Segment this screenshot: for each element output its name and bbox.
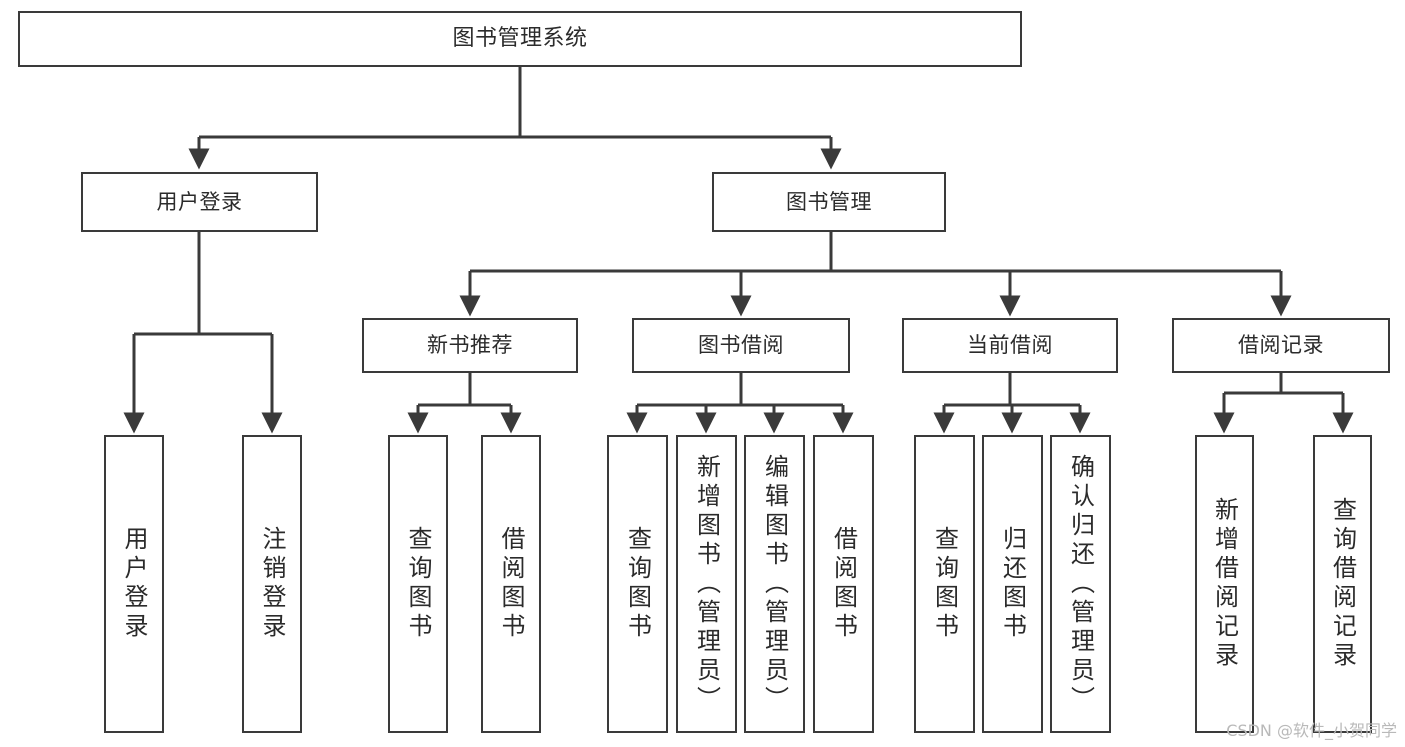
node-leaf-edit-book-label: 编辑图书（管理员） [760,453,789,715]
node-leaf-query-book-3[interactable]: 查询图书 [914,435,975,733]
node-leaf-return-book[interactable]: 归还图书 [982,435,1043,733]
node-leaf-borrow-book-2-label: 借阅图书 [829,526,858,642]
node-leaf-edit-book[interactable]: 编辑图书（管理员） [744,435,805,733]
node-leaf-return-book-label: 归还图书 [998,526,1027,642]
node-leaf-confirm-return-label: 确认归还（管理员） [1066,453,1095,715]
watermark-text: CSDN @软件_小贺同学 [1226,721,1397,740]
node-leaf-query-book-1-label: 查询图书 [404,526,432,642]
node-user-login[interactable]: 用户登录 [81,172,318,232]
node-leaf-query-book-1[interactable]: 查询图书 [388,435,448,733]
node-leaf-query-record[interactable]: 查询借阅记录 [1313,435,1372,733]
node-user-login-label: 用户登录 [156,189,243,214]
node-root[interactable]: 图书管理系统 [18,11,1022,67]
node-book-borrow[interactable]: 图书借阅 [632,318,850,373]
node-leaf-query-book-2-label: 查询图书 [623,526,652,642]
node-leaf-user-login[interactable]: 用户登录 [104,435,164,733]
node-new-book-recommend-label: 新书推荐 [427,333,513,358]
node-leaf-query-book-3-label: 查询图书 [930,526,959,642]
node-leaf-borrow-book-1[interactable]: 借阅图书 [481,435,541,733]
node-root-label: 图书管理系统 [452,26,588,52]
node-leaf-query-record-label: 查询借阅记录 [1328,497,1357,671]
node-current-borrow-label: 当前借阅 [967,333,1053,358]
node-leaf-borrow-book-1-label: 借阅图书 [497,526,525,642]
node-leaf-add-book[interactable]: 新增图书（管理员） [676,435,737,733]
node-leaf-query-book-2[interactable]: 查询图书 [607,435,668,733]
node-leaf-user-login-label: 用户登录 [120,526,148,642]
node-borrow-record[interactable]: 借阅记录 [1172,318,1390,373]
node-current-borrow[interactable]: 当前借阅 [902,318,1118,373]
node-new-book-recommend[interactable]: 新书推荐 [362,318,578,373]
node-book-borrow-label: 图书借阅 [698,333,784,358]
node-book-manage-label: 图书管理 [786,189,872,214]
node-leaf-add-record[interactable]: 新增借阅记录 [1195,435,1254,733]
node-borrow-record-label: 借阅记录 [1238,333,1324,358]
node-leaf-logout[interactable]: 注销登录 [242,435,302,733]
node-leaf-add-book-label: 新增图书（管理员） [692,453,721,715]
node-leaf-confirm-return[interactable]: 确认归还（管理员） [1050,435,1111,733]
node-leaf-add-record-label: 新增借阅记录 [1210,497,1239,671]
node-leaf-logout-label: 注销登录 [258,526,286,642]
node-book-manage[interactable]: 图书管理 [712,172,946,232]
node-leaf-borrow-book-2[interactable]: 借阅图书 [813,435,874,733]
